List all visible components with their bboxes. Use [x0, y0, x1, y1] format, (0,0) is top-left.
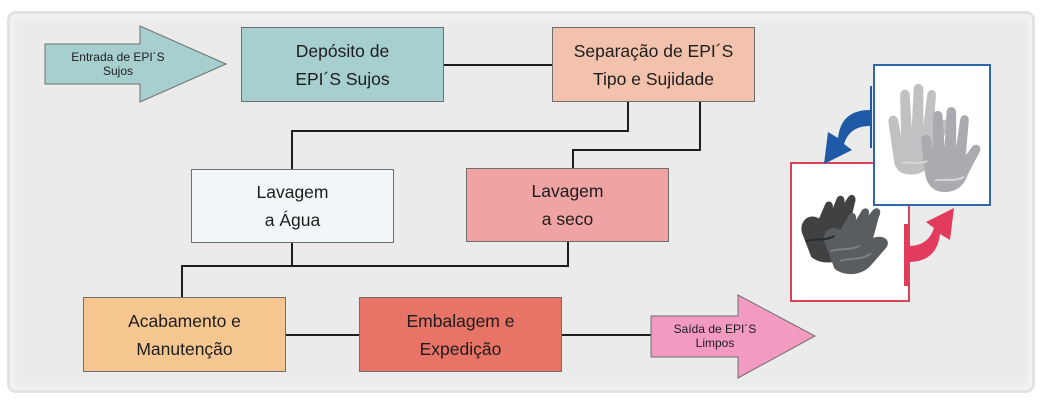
- dirty-gloves-photo: [790, 162, 910, 302]
- cycle-arrows: [824, 86, 954, 286]
- exit-arrow: [650, 294, 817, 379]
- entry-arrow: [44, 25, 228, 103]
- step-embalagem: Embalagem e Expedição: [359, 297, 562, 372]
- exit-arrow-label: Saída de EPI´S Limpos: [673, 322, 757, 350]
- cycle-arrow-red-icon: [904, 208, 954, 286]
- step-lavagem-agua: Lavagem a Água: [191, 169, 394, 243]
- clean-gloves-photo: [873, 64, 991, 206]
- step-separacao: Separação de EPI´S Tipo e Sujidade: [552, 27, 755, 102]
- connector-agua-acabamento: [181, 243, 293, 297]
- step-acabamento: Acabamento e Manutenção: [83, 297, 286, 372]
- step-deposito: Depósito de EPI´S Sujos: [241, 27, 444, 102]
- entry-arrow-label: Entrada de EPI´S Sujos: [71, 50, 165, 78]
- connector-separacao-seco: [572, 102, 701, 168]
- connector-separacao-agua: [291, 102, 629, 169]
- clean-glove-icon: [888, 83, 981, 192]
- cycle-arrow-blue-icon: [824, 86, 872, 164]
- step-lavagem-seco: Lavagem a seco: [466, 168, 669, 242]
- connector-seco-acabamento: [292, 242, 569, 267]
- dirty-glove-icon: [801, 194, 888, 275]
